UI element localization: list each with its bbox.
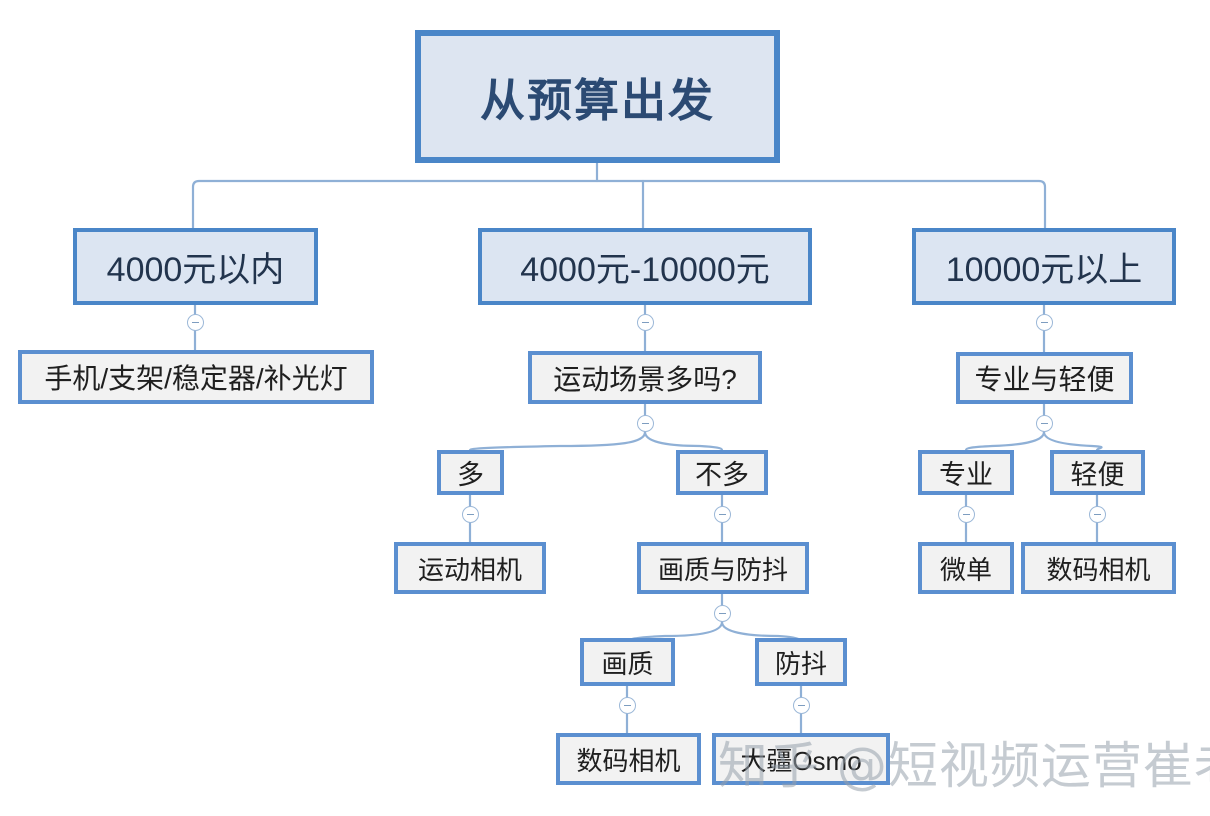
node-stabilize-result[interactable]: 大疆Osmo xyxy=(712,733,890,785)
node-high-light[interactable]: 轻便 xyxy=(1050,450,1145,495)
node-mid-yes-result[interactable]: 运动相机 xyxy=(394,542,546,594)
node-low-gear[interactable]: 手机/支架/稳定器/补光灯 xyxy=(18,350,374,404)
node-mid-yes[interactable]: 多 xyxy=(437,450,504,495)
toggle-mid-question[interactable] xyxy=(637,415,654,432)
toggle-quality[interactable] xyxy=(619,697,636,714)
node-budget-low[interactable]: 4000元以内 xyxy=(73,228,318,305)
node-root[interactable]: 从预算出发 xyxy=(415,30,780,163)
node-high-pro-result[interactable]: 微单 xyxy=(918,542,1014,594)
node-mid-no-branch[interactable]: 画质与防抖 xyxy=(637,542,809,594)
node-budget-high[interactable]: 10000元以上 xyxy=(912,228,1176,305)
toggle-budget-low[interactable] xyxy=(187,314,204,331)
node-quality-result[interactable]: 数码相机 xyxy=(556,733,701,785)
node-high-branch[interactable]: 专业与轻便 xyxy=(956,352,1133,404)
toggle-high-light[interactable] xyxy=(1089,506,1106,523)
node-mid-question[interactable]: 运动场景多吗? xyxy=(528,351,762,404)
toggle-high-branch[interactable] xyxy=(1036,415,1053,432)
toggle-mid-yes[interactable] xyxy=(462,506,479,523)
node-mid-no[interactable]: 不多 xyxy=(676,450,768,495)
toggle-budget-mid[interactable] xyxy=(637,314,654,331)
node-high-pro[interactable]: 专业 xyxy=(918,450,1014,495)
toggle-budget-high[interactable] xyxy=(1036,314,1053,331)
node-high-light-result[interactable]: 数码相机 xyxy=(1021,542,1176,594)
toggle-stabilize[interactable] xyxy=(793,697,810,714)
toggle-mid-no[interactable] xyxy=(714,506,731,523)
node-stabilize[interactable]: 防抖 xyxy=(755,638,847,686)
node-budget-mid[interactable]: 4000元-10000元 xyxy=(478,228,812,305)
toggle-mid-no-branch[interactable] xyxy=(714,605,731,622)
node-quality[interactable]: 画质 xyxy=(580,638,675,686)
toggle-high-pro[interactable] xyxy=(958,506,975,523)
